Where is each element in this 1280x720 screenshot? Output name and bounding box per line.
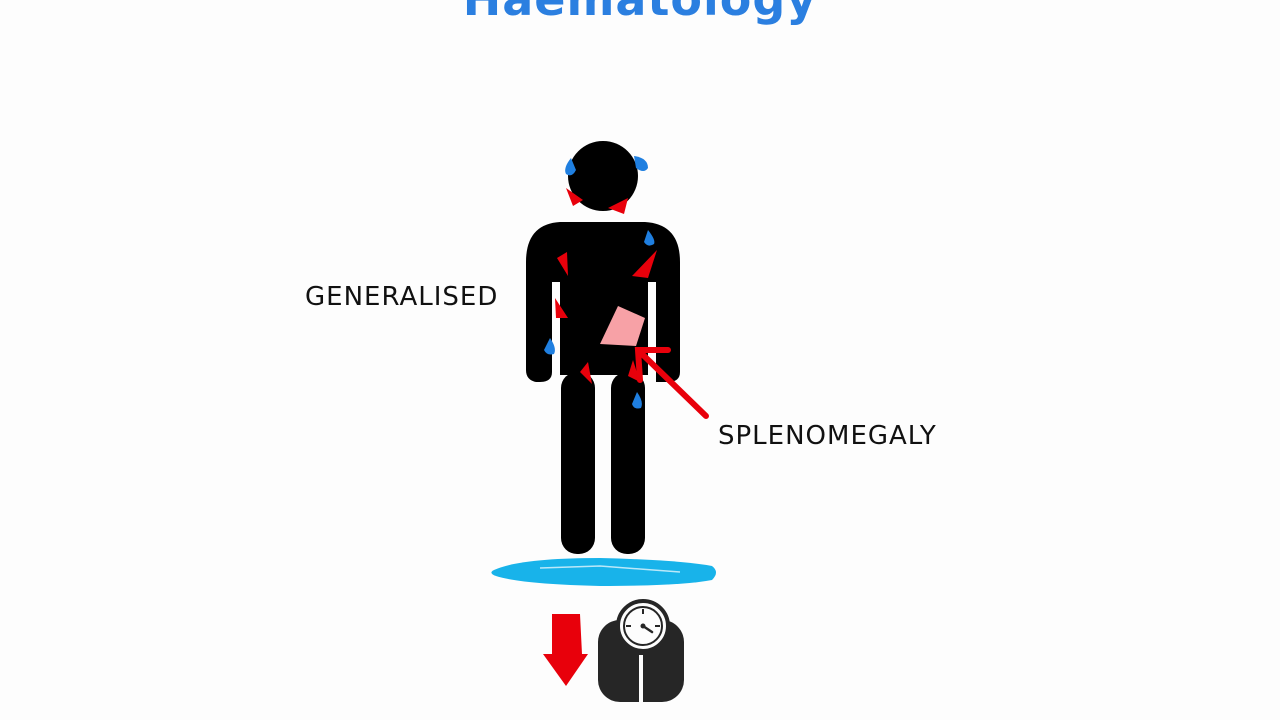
lymph-nodes [555,188,657,384]
lymph-node-icon [566,188,583,206]
lymph-node-icon [580,362,592,384]
down-arrow-icon [543,614,588,686]
sweat-drop-icon [644,230,655,246]
splenomegaly-label: SPLENOMEGALY [718,421,937,451]
generalised-label: GENERALISED [305,282,499,312]
sweat-puddle-icon [491,558,716,586]
page-title: Haematology [0,0,1280,26]
lymph-node-icon [608,198,628,214]
sweat-drops [544,156,655,409]
weighing-scale-icon [598,599,684,702]
lymph-node-icon [632,250,657,278]
sweat-drop-icon [632,392,642,409]
lymph-node-icon [557,252,568,276]
sweat-drop-icon [544,338,555,355]
sweat-drop-icon [565,158,576,176]
lymph-node-icon [555,298,568,318]
sweat-drop-icon [634,156,648,171]
spleen-icon [600,306,645,346]
splenomegaly-pointer [634,347,709,419]
